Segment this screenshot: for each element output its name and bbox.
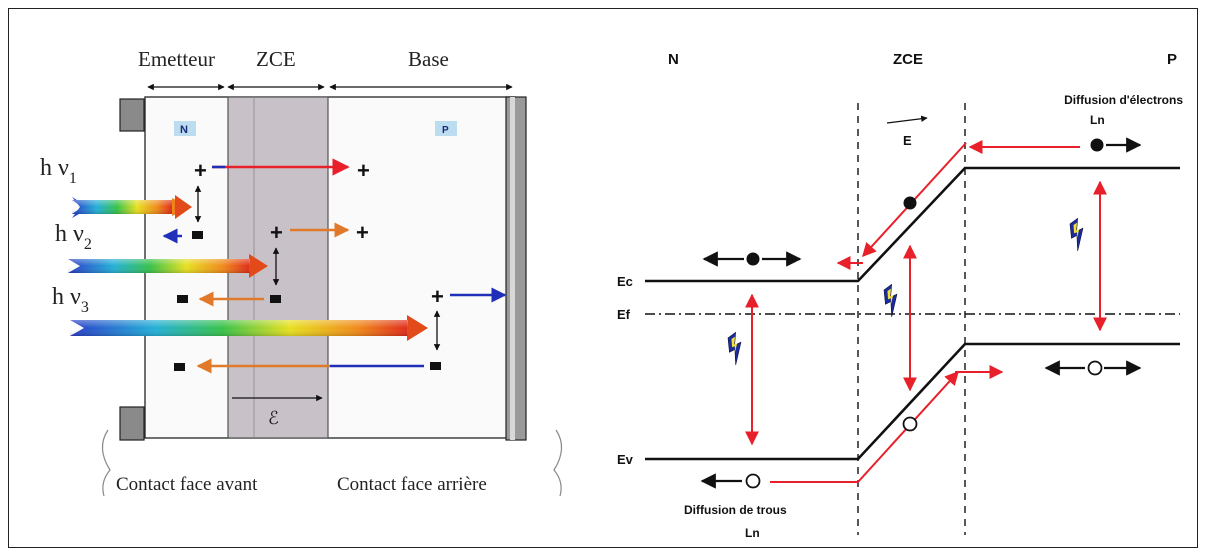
- front-contact-bottom: [119, 406, 145, 441]
- ev-label: Ev: [617, 452, 634, 467]
- p-side-electron: [1090, 137, 1142, 153]
- hole-diffusion-title: Diffusion de trous: [684, 503, 787, 517]
- photon-bolt-zce: [879, 283, 904, 319]
- n-tag-bg: [174, 121, 196, 136]
- field-label-right: E: [903, 133, 912, 148]
- n-region-label: N: [668, 51, 679, 68]
- photon-bolt-p: [1065, 217, 1090, 253]
- photon-labels: h ν1 h ν2 h ν3: [40, 155, 92, 316]
- n-side-hole: [700, 473, 761, 489]
- left-panel: Emetteur ZCE Base N P h ν1 h ν2 h ν3: [40, 47, 563, 497]
- p-tag-bg: [435, 121, 457, 136]
- photon-label-1: h ν1: [40, 155, 77, 187]
- right-panel: N ZCE P E Ec Ef Ev: [617, 51, 1183, 540]
- photon-label-2: h ν2: [55, 221, 92, 253]
- electron-collected-2: [177, 295, 188, 303]
- conduction-band-ec: [645, 166, 1180, 283]
- p-side-hole: [1044, 360, 1142, 376]
- electron-collected-3: [174, 363, 185, 371]
- contact-front-label: Contact face avant: [116, 474, 258, 495]
- electron-2: [270, 295, 281, 303]
- base-label: Base: [408, 47, 449, 71]
- zce-label-left: ZCE: [256, 47, 296, 71]
- field-arrow-right: [886, 115, 928, 124]
- front-contact-top: [119, 98, 145, 132]
- photon-label-3: h ν3: [52, 284, 89, 316]
- back-contact: [505, 96, 527, 441]
- ef-label: Ef: [617, 307, 631, 322]
- zce-electron: [903, 196, 917, 210]
- carriers: + + + + +: [174, 158, 444, 371]
- electron-3: [430, 362, 441, 370]
- photon-arrows: [68, 195, 428, 341]
- zce-label-right: ZCE: [893, 51, 923, 68]
- electron-diffusion-title: Diffusion d'électrons: [1064, 93, 1183, 107]
- hole-1: +: [194, 158, 207, 183]
- hole-collected-2: +: [356, 220, 369, 245]
- hole-collected-1: +: [357, 158, 370, 183]
- zce-hole: [902, 416, 918, 432]
- contact-back-label: Contact face arrière: [337, 474, 487, 495]
- field-symbol-left: ℰ: [268, 408, 279, 428]
- ec-label: Ec: [617, 274, 633, 289]
- hole-3: +: [431, 284, 444, 309]
- electron-1: [192, 231, 203, 239]
- hole-2: +: [270, 220, 283, 245]
- photon-bolt-n: [723, 331, 748, 367]
- p-region-label: P: [1167, 51, 1177, 68]
- n-tag: N: [180, 124, 188, 136]
- emitter-label: Emetteur: [138, 47, 215, 71]
- hole-drift-path: [770, 370, 959, 483]
- electron-diffusion-length: Ln: [1090, 113, 1105, 127]
- valence-band-ev: [645, 342, 1180, 461]
- n-side-electron: [702, 251, 802, 267]
- p-tag: P: [442, 125, 449, 136]
- hole-diffusion-length: Ln: [745, 526, 760, 540]
